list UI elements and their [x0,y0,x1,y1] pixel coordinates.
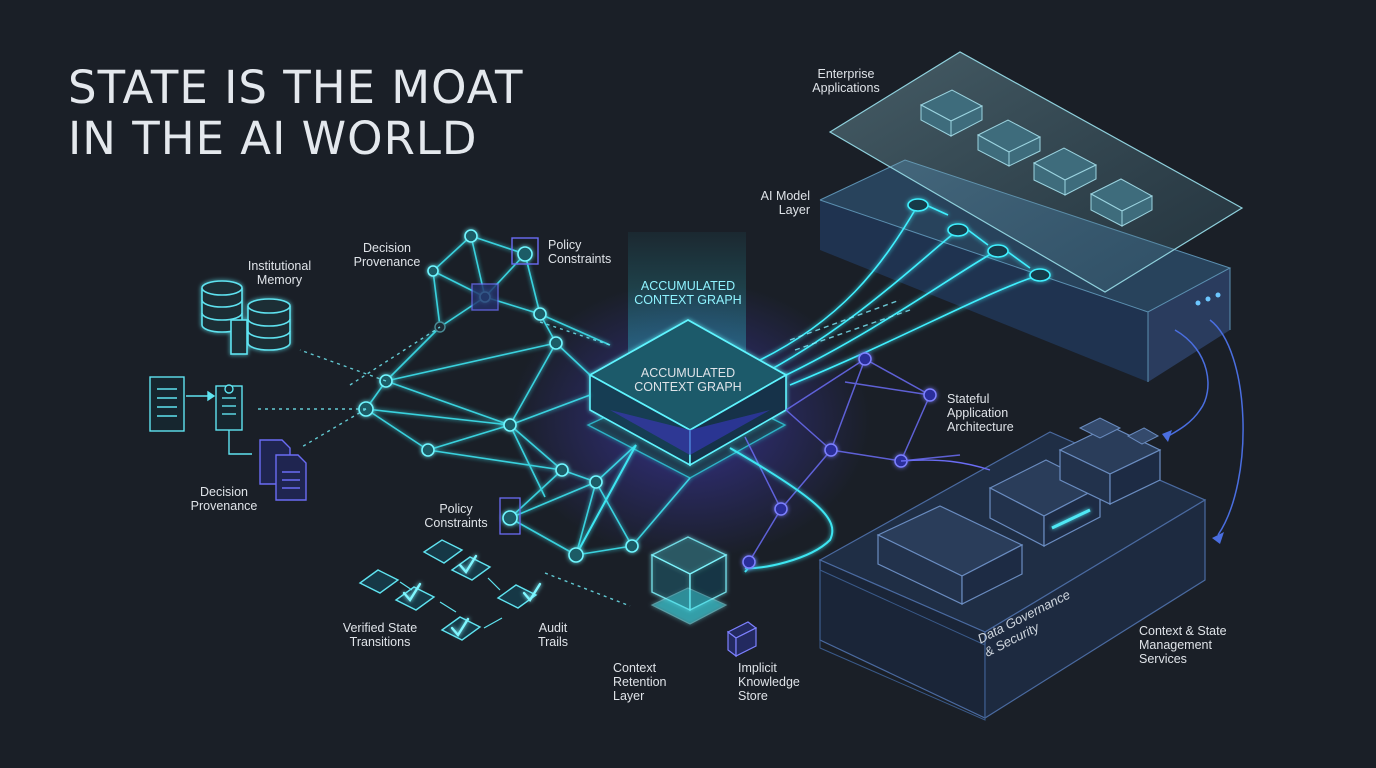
governance-platform [818,417,1207,721]
title-line-1: STATE IS THE MOAT [68,61,524,114]
verified-state-tiles [358,539,538,641]
transition-arrows [399,577,503,629]
label-context-state-management-services: Context & State Management Services [1139,624,1227,666]
network-nodes-cyan [358,229,639,563]
label-policy-constraints-mid: Policy Constraints [424,502,488,530]
policy-bracket-mid [499,497,521,535]
network-edges-violet [744,358,961,563]
files-icon [259,439,307,501]
label-accumulated-context-graph-core: ACCUMULATED CONTEXT GRAPH [634,366,742,394]
page-title: STATE IS THE MOAT IN THE AI WORLD [68,62,524,164]
label-accumulated-context-graph-banner: ACCUMULATED CONTEXT GRAPH [634,279,742,307]
title-line-2: IN THE AI WORLD [68,112,478,165]
arrow-to-core-2 [729,447,834,570]
document-flow-icon [149,376,252,455]
label-institutional-memory: Institutional Memory [247,259,312,287]
database-icon [201,280,291,355]
left-dotted-connectors [256,321,631,607]
label-verified-state-transitions: Verified State Transitions [342,621,418,649]
check-icons [402,554,542,638]
context-retention-cube [650,536,728,625]
enterprise-apps-panel [828,51,1244,293]
network-edges [365,235,691,556]
context-graph-core [586,318,788,479]
label-policy-constraints-top: Policy Constraints [548,238,612,266]
knowledge-store-icon [726,621,758,658]
policy-square-top [511,237,539,265]
label-context-retention-layer: Context Retention Layer [613,661,667,703]
decision-square [471,283,499,311]
arrow-to-core-1 [575,444,637,556]
label-ai-model-layer: AI Model Layer [760,189,810,217]
label-implicit-knowledge-store: Implicit Knowledge Store [738,661,800,703]
label-decision-provenance-top: Decision Provenance [353,241,421,269]
label-stateful-application-architecture: Stateful Application Architecture [947,392,1014,434]
server-link-arrows [1164,319,1244,536]
label-enterprise-applications: Enterprise Applications [812,67,880,95]
arrow-to-stateful [900,459,991,471]
label-audit-trails: Audit Trails [537,621,569,649]
label-decision-provenance-left: Decision Provenance [190,485,258,513]
